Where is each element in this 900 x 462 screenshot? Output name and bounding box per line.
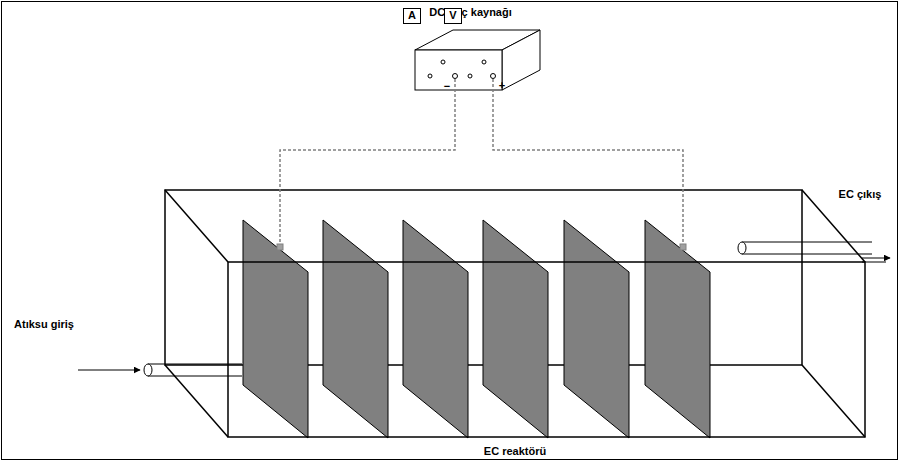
- inlet-label: Atıksu giriş: [14, 318, 74, 331]
- reactor-front: [228, 262, 865, 437]
- inlet-pipe: [78, 364, 242, 376]
- power-supply-box: DC güç kaynağıAV: [398, 3, 543, 98]
- voltmeter-box: V: [444, 8, 462, 24]
- ammeter-box: A: [403, 8, 421, 24]
- terminal: [680, 244, 686, 250]
- wires: [280, 79, 683, 246]
- outlet-pipe: [738, 242, 890, 262]
- polarity-sign: +: [496, 79, 508, 92]
- meter-label: A: [404, 9, 420, 22]
- outlet-label: EC çıkış: [838, 188, 882, 201]
- reactor-box: EC reaktörü: [160, 185, 870, 460]
- electrode-plates: [243, 220, 710, 438]
- caption-label: EC reaktörü: [160, 445, 870, 458]
- polarity-sign: −: [441, 80, 453, 93]
- reactor-tank: [165, 190, 865, 437]
- power-supply: [415, 30, 540, 90]
- meter-label: V: [445, 9, 461, 22]
- terminal: [277, 244, 283, 250]
